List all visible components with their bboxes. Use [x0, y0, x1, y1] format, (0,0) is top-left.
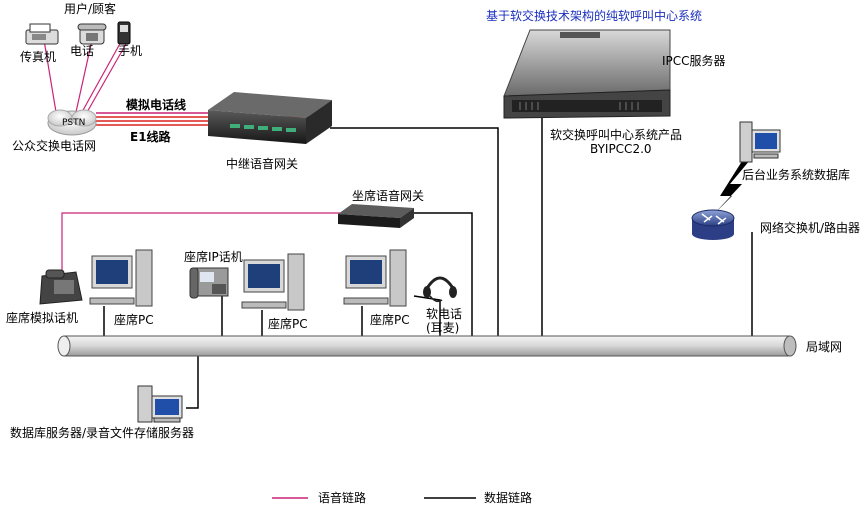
backend-db-label: 后台业务系统数据库: [742, 168, 851, 182]
fax-icon: [25, 23, 59, 45]
analog-line-label: 模拟电话线: [126, 98, 187, 112]
softphone-sublabel: (耳麦): [426, 321, 460, 335]
seat-analog-phone-label: 座席模拟话机: [6, 311, 79, 325]
seat-pc-1-label: 座席PC: [114, 313, 154, 327]
pstn-label: 公众交换电话网: [12, 139, 97, 153]
lan-pipe: [57, 335, 797, 357]
product-name-label: 软交换呼叫中心系统产品: [550, 128, 683, 142]
seat-gateway-icon: [338, 204, 414, 228]
seat-analog-phone-icon: [39, 269, 83, 305]
seat-gateway-label: 坐席语音网关: [352, 189, 425, 203]
legend-data-label: 数据链路: [484, 491, 533, 505]
lan-label: 局域网: [806, 340, 843, 354]
seat-pc-3-icon: [343, 249, 407, 307]
trunk-gateway-icon: [208, 92, 332, 144]
users-label: 用户/顾客: [64, 2, 117, 16]
product-version-label: BYIPCC2.0: [590, 142, 652, 156]
seat-ip-phone-label: 座席IP话机: [184, 250, 243, 264]
legend-voice-label: 语音链路: [318, 491, 367, 505]
desk-phone-icon: [77, 23, 107, 45]
mobile-phone-icon: [117, 21, 131, 45]
backend-db-computer-icon: [739, 121, 781, 163]
ipcc-server-icon: [503, 29, 671, 119]
headset-icon: [423, 276, 457, 303]
wireless-link-icon: [714, 158, 750, 214]
page-title: 基于软交换技术架构的纯软呼叫中心系统: [486, 9, 703, 23]
seat-pc-3-label: 座席PC: [370, 313, 410, 327]
mobile-label: 手机: [118, 44, 143, 58]
pstn-tag-label: PSTN: [62, 118, 86, 128]
pstn-cloud-icon: [47, 109, 97, 136]
seat-pc-2-label: 座席PC: [268, 317, 308, 331]
fax-label: 传真机: [20, 50, 57, 64]
ipcc-server-label: IPCC服务器: [662, 54, 726, 68]
phone-label: 电话: [70, 44, 95, 58]
seat-pc-1-icon: [89, 249, 153, 307]
switch-router-label: 网络交换机/路由器: [760, 221, 861, 235]
db-server-label: 数据库服务器/录音文件存储服务器: [10, 426, 195, 440]
trunk-gateway-label: 中继语音网关: [226, 157, 299, 171]
seat-ip-phone-icon: [189, 267, 229, 299]
softphone-label: 软电话: [426, 307, 463, 321]
seat-pc-2-icon: [241, 253, 305, 311]
router-icon: [691, 209, 735, 240]
db-server-computer-icon: [137, 385, 183, 423]
e1-line-label: E1线路: [130, 130, 171, 144]
